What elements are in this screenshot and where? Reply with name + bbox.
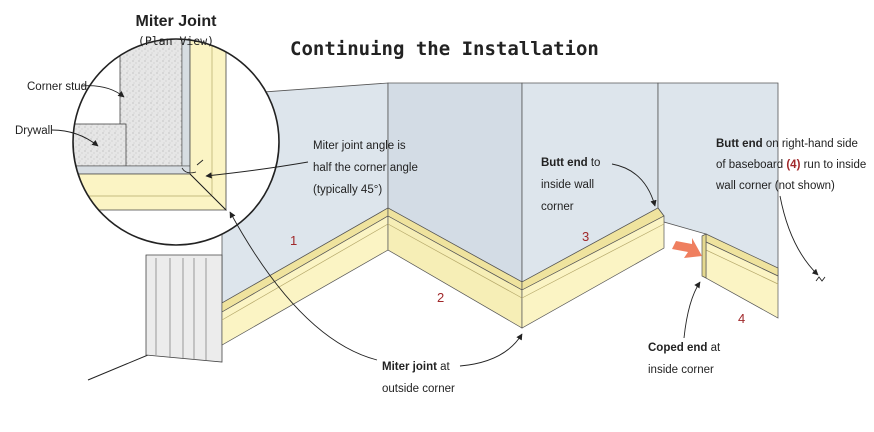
coped-end-rest: at (707, 342, 721, 354)
piece-number-3: 3 (582, 229, 589, 244)
drywall (73, 123, 127, 167)
coped-end-bold: Coped end (648, 342, 707, 354)
miter-angle-line-2: half the corner angle (313, 162, 418, 174)
corner-stud-label: Corner stud (27, 81, 87, 93)
piece-number-2: 2 (437, 290, 444, 305)
butt-end-2-line-2-pre: of baseboard (716, 159, 786, 171)
miter-joint-callout: Miter joint at outside corner (229, 211, 523, 395)
door-casing (145, 254, 223, 363)
main-title: Continuing the Installation (290, 38, 599, 60)
butt-end-1-line-3: corner (541, 201, 574, 213)
miter-angle-line-1: Miter joint angle is (313, 140, 406, 152)
miter-joint-line-2: outside corner (382, 383, 455, 395)
coped-end-line-2: inside corner (648, 364, 714, 376)
svg-text:Coped end at: Coped end at (648, 342, 721, 354)
miter-joint-inset (72, 38, 280, 246)
miter-line (189, 173, 227, 211)
butt-end-2-rest: on right-hand side (763, 138, 858, 150)
drywall-label: Drywall (15, 125, 53, 137)
butt-end-2-line-2-post: run to inside (800, 159, 866, 171)
baseboard-3 (521, 207, 665, 329)
svg-text:of baseboard (4) run to inside: of baseboard (4) run to inside (716, 159, 866, 171)
piece-number-1: 1 (290, 233, 297, 248)
butt-end-2-line-2-num: (4) (786, 159, 800, 171)
butt-end-1-rest: to (588, 157, 601, 169)
drywall-leader (51, 129, 99, 147)
piece-number-4: 4 (738, 311, 745, 326)
butt-end-1-bold: Butt end (541, 157, 588, 169)
corner-stud (119, 39, 183, 167)
install-direction-arrow (672, 238, 702, 258)
corner-stud-leader (81, 85, 125, 98)
baseboard-4 (701, 233, 779, 319)
miter-angle-callout: Miter joint angle is half the corner ang… (205, 140, 418, 196)
butt-end-2-line-3: wall corner (not shown) (715, 180, 835, 192)
svg-text:Butt end on right-hand side: Butt end on right-hand side (716, 138, 858, 150)
miter-angle-line-3: (typically 45°) (313, 184, 382, 196)
butt-end-2-bold: Butt end (716, 138, 763, 150)
butt-end-1-line-2: inside wall (541, 179, 594, 191)
butt-end-callout-1: Butt end to inside wall corner (541, 157, 657, 213)
inset-subtitle: (Plan View) (138, 34, 214, 48)
inset-title: Miter Joint (136, 13, 218, 30)
miter-joint-rest: at (437, 361, 451, 373)
coped-end-callout: Coped end at inside corner (648, 281, 721, 376)
butt-end-callout-2: Butt end on right-hand side of baseboard… (715, 138, 866, 282)
svg-text:Butt end to: Butt end to (541, 157, 600, 169)
miter-joint-bold: Miter joint (382, 361, 437, 373)
svg-text:Miter joint at: Miter joint at (382, 361, 451, 373)
